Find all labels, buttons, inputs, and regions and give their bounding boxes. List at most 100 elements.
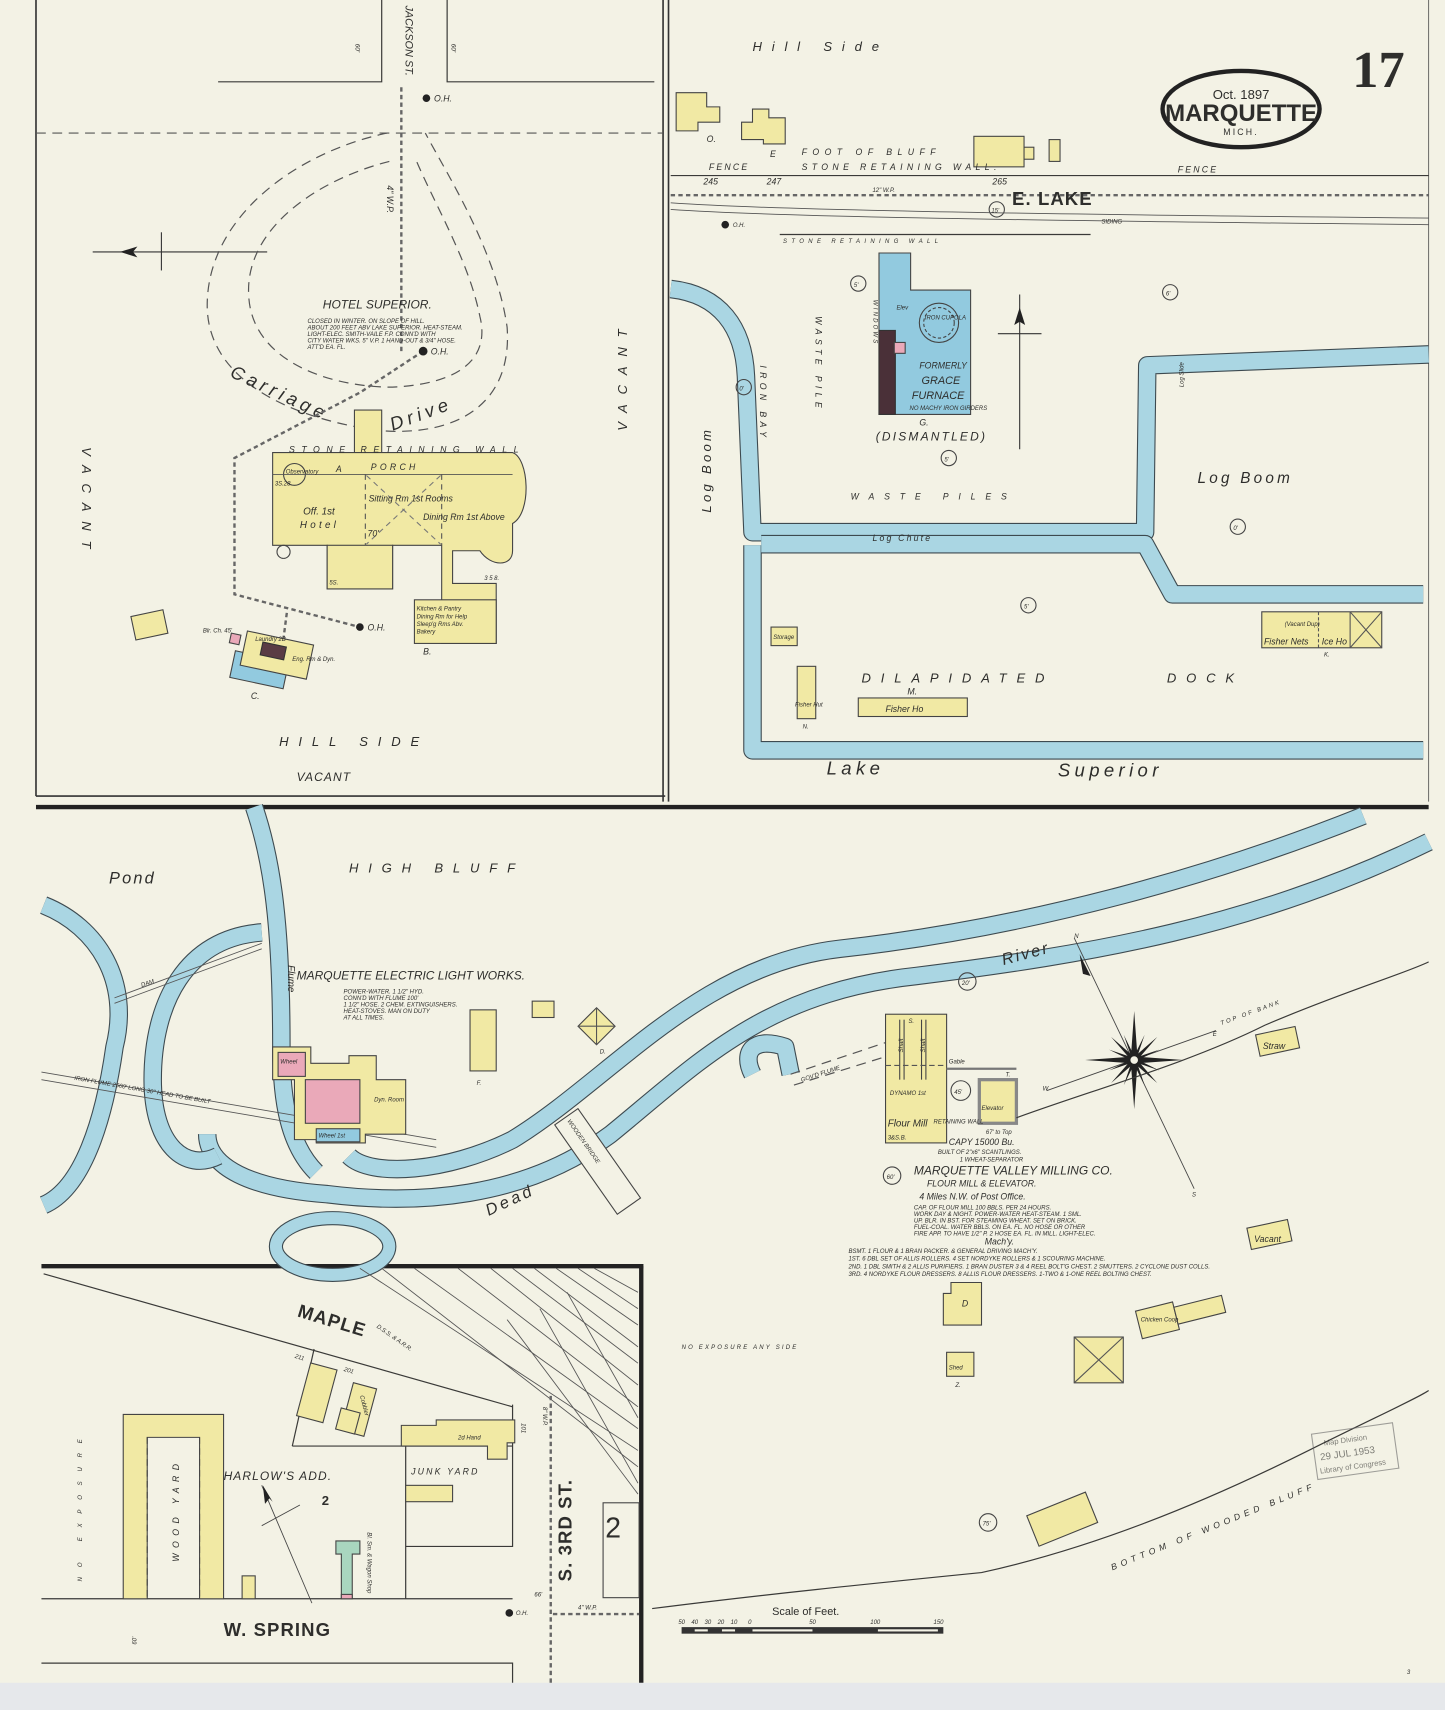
separator-label: 1 WHEAT-SEPARATOR	[960, 1157, 1024, 1163]
vacant-label-bottom: VACANT	[297, 770, 352, 784]
machinery-line: 2ND. 1 DBL SMITH & 2 ALLIS PURIFIERS. 1 …	[847, 1264, 1210, 1270]
log-boom-label: Log Boom	[699, 427, 714, 513]
kitchen-wing	[413, 599, 497, 644]
siding-label: SIDING	[1101, 220, 1122, 226]
water-main-label: 4" W.P.	[578, 1606, 597, 1612]
building-letter: S.	[908, 1019, 914, 1025]
elev-label: Elev	[896, 306, 909, 312]
hotel-note: CLOSED IN WINTER. ON SLOPE OF HILL.	[308, 319, 425, 325]
lake-label: Lake	[827, 757, 885, 778]
junk-yard-building	[405, 1484, 454, 1503]
street-width-right: 60'	[449, 44, 456, 53]
shaft-label: Shaft	[921, 1038, 927, 1052]
electric-note: POWER-WATER. 1 1/2" HYD.	[344, 990, 424, 996]
vacant-label-left: VACANT	[79, 447, 94, 558]
kitchen-label: Kitchen & Pantry	[417, 607, 463, 613]
kitchen-label: Bakery	[417, 630, 437, 636]
street-label-e-lake: E. LAKE	[1012, 188, 1093, 209]
cartouche-state: MICH.	[1223, 127, 1259, 137]
engine-label: Eng. Rm & Dyn.	[292, 657, 335, 663]
storage-building	[770, 626, 798, 647]
scale-tick: 50	[678, 1620, 685, 1626]
depth-label: 5'	[854, 283, 859, 289]
wood-yard	[122, 1413, 225, 1600]
fisher-hut-building	[796, 665, 817, 720]
compass-e: E	[1213, 1032, 1218, 1038]
chicken-coop-label: Chicken Coop	[1141, 1318, 1179, 1324]
furnace-label: NO MACHY IRON GIRDERS	[910, 406, 988, 412]
water-main-label: 12" W.P.	[872, 188, 894, 194]
hotel-note: LIGHT-ELEC. SMITH-VAILE F.P. CONN'D WITH	[308, 332, 437, 338]
retaining-wall-label: RETAINING WALL	[934, 1119, 984, 1125]
title-cartouche: Oct. 1897 MARQUETTE MICH.	[1160, 68, 1322, 150]
vacant-label: Vacant	[1254, 1234, 1281, 1244]
building-letter: T.	[1006, 1072, 1011, 1078]
built-of-label: BUILT OF 2"x6" SCANTLINGS.	[938, 1150, 1022, 1156]
kitchen-label: Sleep'g Rms Abv.	[417, 622, 464, 628]
wood-yard-label: WOOD YARD	[171, 1459, 181, 1562]
hill-side-label: Hill Side	[752, 39, 888, 54]
dock-label: DOCK	[1167, 671, 1244, 686]
street-label-jackson: JACKSON ST.	[403, 4, 415, 75]
north-arrow-icon	[997, 294, 1042, 450]
windows-label: WINDOWS	[872, 300, 878, 346]
compass-s: S	[1192, 1192, 1196, 1198]
houses-hill-side	[675, 92, 1061, 168]
street-label-w-spring: W. SPRING	[224, 1619, 332, 1640]
laundry-building	[228, 630, 315, 690]
fisher-hut-label: Fisher Hut	[795, 703, 823, 709]
office-label: Off. 1st	[303, 507, 336, 518]
dam-label: DAM	[141, 979, 156, 989]
no-exposure-label: NO EXPOSURE ANY SIDE	[682, 1345, 799, 1351]
vacant-building	[1246, 1218, 1293, 1251]
scale-tick: 50	[809, 1620, 816, 1626]
outbuilding	[130, 609, 169, 641]
hotel-label: Hotel	[300, 520, 339, 531]
depth-label: 45'	[954, 1090, 963, 1096]
waste-pile-label: WASTE PILE	[814, 316, 824, 412]
dock-label: DILAPIDATED	[862, 671, 1055, 686]
fisher-nets-building	[1261, 611, 1383, 649]
laundry-label: Laundry 2B	[255, 637, 286, 643]
building-letter: Z.	[954, 1383, 960, 1389]
observatory-label: Observatory	[286, 469, 320, 475]
fisher-house-label: Fisher Ho	[886, 704, 924, 714]
pond-label: Pond	[109, 869, 156, 887]
iron-bay-water	[669, 279, 1430, 760]
cartouche-date: Oct. 1897	[1213, 87, 1270, 102]
electric-note: CONN'D WITH FLUME 100'	[344, 996, 420, 1002]
kitchen-label: Dining Rm for Help	[417, 614, 468, 620]
building-letter: N.	[803, 724, 809, 730]
gable-label: Gable	[949, 1059, 966, 1065]
dwelling-buildings	[295, 1362, 378, 1438]
milling-co-location: 4 Miles N.W. of Post Office.	[919, 1192, 1025, 1202]
scale-tick: 150	[934, 1620, 945, 1626]
street-width: 66'	[534, 1593, 543, 1599]
sitting-rooms-label: Sitting Rm 1st Rooms	[369, 494, 454, 504]
vacant-dup-label: (Vacant Dup)	[1285, 622, 1320, 628]
scale-tick: 40	[691, 1620, 698, 1626]
mill-stories-label: 3&S.B.	[888, 1136, 907, 1142]
outbuilding	[531, 1000, 555, 1019]
electric-light-works-building	[272, 1046, 407, 1144]
vacant-label-right: VACANT	[615, 320, 630, 431]
log-slide-label: Log Slide	[1179, 362, 1185, 388]
cartouche-city: MARQUETTE	[1165, 100, 1317, 127]
stories-label: 5S.	[329, 581, 338, 587]
house-number: 211	[293, 1354, 305, 1363]
hydrant-label: O.H.	[431, 346, 449, 356]
fence-label: FENCE	[709, 162, 749, 172]
high-bluff-label: HIGH BLUFF	[349, 860, 525, 875]
house-number: 247	[766, 176, 783, 186]
corner-note: 3	[1407, 1670, 1411, 1676]
furnace-label: IRON CUPOLA	[925, 316, 966, 322]
hotel-note: CITY WATER WKS. 5" V.P. 1 HAND-OUT & 3/4…	[308, 338, 456, 344]
milling-co-name: MARQUETTE VALLEY MILLING CO.	[914, 1164, 1113, 1178]
building-letter: M.	[907, 687, 917, 697]
depth-label: 75'	[983, 1522, 992, 1528]
hydrant-icon	[356, 623, 364, 631]
house-number: 201	[342, 1367, 354, 1376]
river-water	[39, 804, 1433, 1282]
straw-building	[1254, 1025, 1301, 1057]
